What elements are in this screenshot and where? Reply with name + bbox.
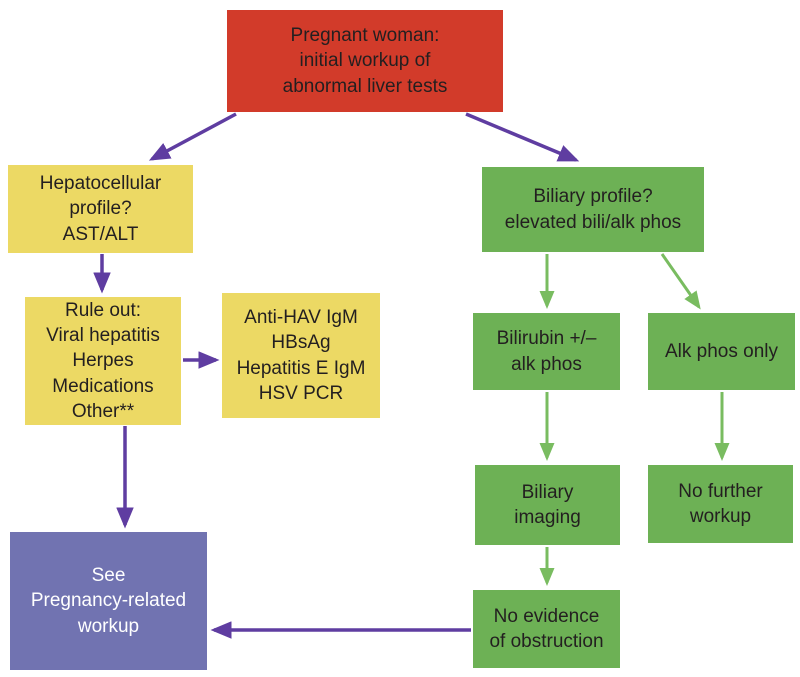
arrow-biliary-profile-to-alk-phos-only: [660, 253, 701, 310]
node-alk-phos-only: Alk phos only: [648, 313, 795, 390]
node-biliary-imaging: Biliary imaging: [475, 465, 620, 545]
node-serology-tests: Anti-HAV IgM HBsAg Hepatitis E IgM HSV P…: [222, 293, 380, 418]
arrow-start-to-hepatocellular: [148, 112, 237, 161]
node-no-further-workup: No further workup: [648, 465, 793, 543]
node-pregnant-woman-initial-workup: Pregnant woman: initial workup of abnorm…: [227, 10, 503, 112]
node-biliary-profile: Biliary profile? elevated bili/alk phos: [482, 167, 704, 252]
arrow-start-to-biliary-profile: [465, 112, 580, 162]
node-no-evidence-of-obstruction: No evidence of obstruction: [473, 590, 620, 668]
node-bilirubin-alk-phos: Bilirubin +/– alk phos: [473, 313, 620, 390]
node-rule-out: Rule out: Viral hepatitis Herpes Medicat…: [25, 297, 181, 425]
node-hepatocellular-profile: Hepatocellular profile? AST/ALT: [8, 165, 193, 253]
node-pregnancy-related-workup: See Pregnancy-related workup: [10, 532, 207, 670]
